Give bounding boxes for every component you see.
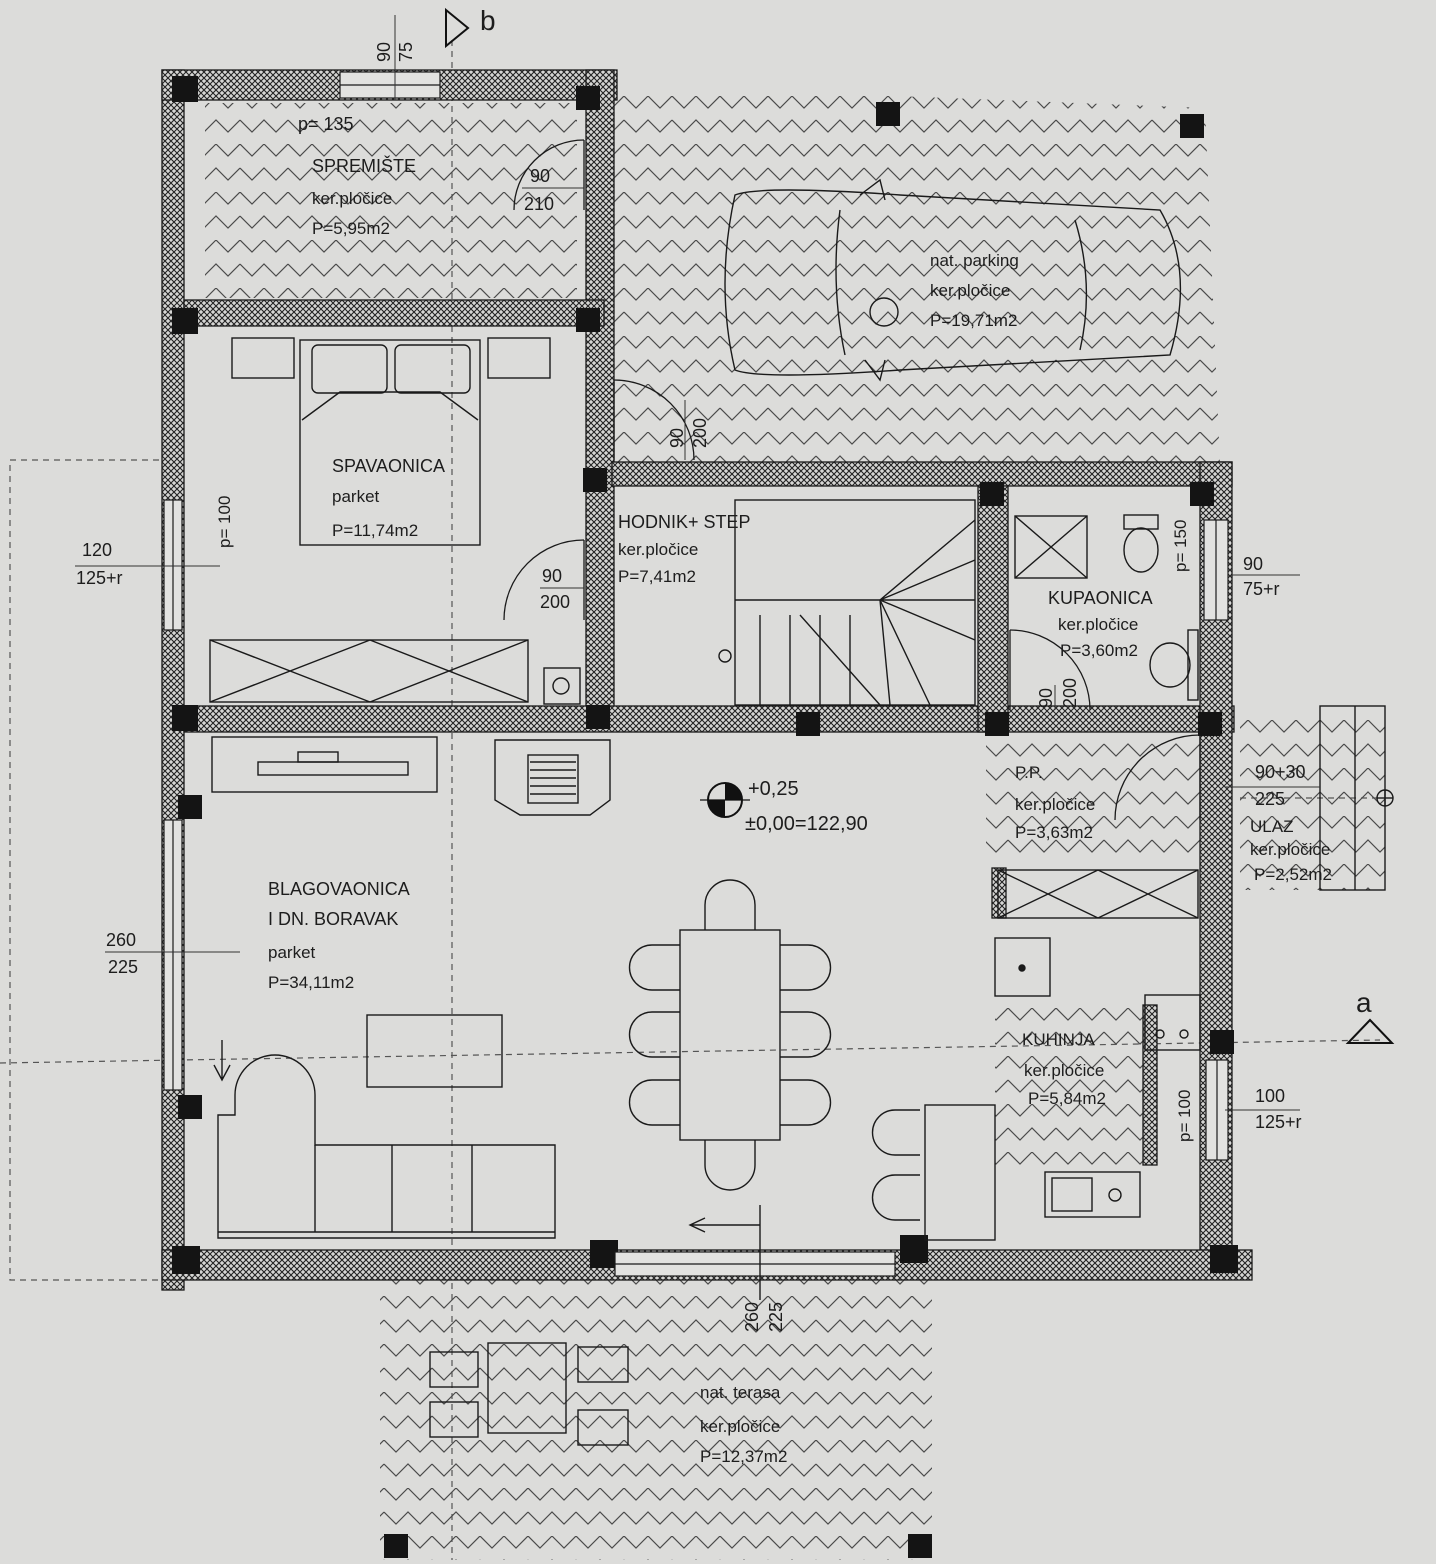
kitchen-window-height: 125+r [1255,1112,1302,1132]
bedroom-door-height: 200 [540,592,570,612]
structural-columns [172,76,1238,1558]
windows [163,71,1229,1277]
anteroom-name: P.P. [1015,763,1043,782]
kitchen-window-width: 100 [1255,1086,1285,1106]
entrance-area: P=2,52m2 [1254,865,1332,884]
bedroom-door-width: 90 [542,566,562,586]
anteroom-floor: ker.pločice [1015,795,1095,814]
dining-name-line1: BLAGOVAONICA [268,879,410,899]
hallway-floor: ker.pločice [618,540,698,559]
storage-door-height: 210 [524,194,554,214]
top-window-width: 90 [374,42,394,62]
top-window-height: 75 [396,42,416,62]
dining-area: P=34,11m2 [268,973,354,992]
parking-name: nat. parking [930,251,1019,270]
bathroom-door-width: 90 [1036,688,1056,708]
terrace-area: P=12,37m2 [700,1447,787,1466]
storage-parapet: p= 135 [298,114,354,134]
door-swings [503,139,1201,821]
wardrobe [209,639,529,703]
bath-window-height: 75+r [1243,579,1280,599]
storage-area: P=5,95m2 [312,219,390,238]
parked-car [724,178,1182,382]
bathroom-door-height: 200 [1060,678,1080,708]
shoe-cabinet [997,869,1199,919]
tiled-floor-areas [205,85,1385,1560]
dining-floor: parket [268,943,316,962]
hallway-name: HODNIK+ STEP [618,512,751,532]
terrace-door-width: 260 [742,1302,762,1332]
anteroom-area: P=3,63m2 [1015,823,1093,842]
parking-floor: ker.pločice [930,281,1010,300]
bathroom-fixtures [1014,514,1199,701]
bathroom-parapet: p= 150 [1171,520,1190,572]
entry-door-width: 90+30 [1255,762,1306,782]
section-label-b: b [480,5,496,36]
kitchen-parapet: p= 100 [1175,1090,1194,1142]
parking-area: P=19,71m2 [930,311,1017,330]
double-bed [231,337,551,546]
storage-name: SPREMIŠTE [312,155,416,176]
sofa [217,1054,556,1239]
level-base: ±0,00=122,90 [745,813,868,835]
parking-door-width: 90 [667,428,687,448]
kitchen-area: P=5,84m2 [1028,1089,1106,1108]
level-marker-icon [700,782,750,818]
section-marker-b-icon [445,7,470,49]
dining-table [628,879,832,1191]
bedroom-parapet: p= 100 [215,496,234,548]
dining-name-line2: I DN. BORAVAK [268,909,398,929]
terrace-floor: ker.pločice [700,1417,780,1436]
fireplace [494,739,611,816]
living-window-height: 225 [108,957,138,977]
furniture [209,178,1394,1446]
living-window-width: 260 [106,930,136,950]
bedroom-window-width: 120 [82,540,112,560]
bedroom-name: SPAVAONICA [332,456,445,476]
entrance-floor: ker.pločice [1250,840,1330,859]
terrace-furniture [429,1342,629,1446]
bath-window-width: 90 [1243,554,1263,574]
bedroom-window-height: 125+r [76,568,123,588]
section-label-a: a [1356,987,1372,1018]
bathroom-floor: ker.pločice [1058,615,1138,634]
kitchen-name: KUHINJA [1022,1030,1095,1049]
terrace-door-height: 225 [766,1302,786,1332]
parking-door-height: 200 [690,418,710,448]
kitchen-floor: ker.pločice [1024,1061,1104,1080]
section-marker-a-icon [1345,1018,1395,1044]
storage-floor: ker.pločice [312,189,392,208]
entry-door-height: 225 [1255,789,1285,809]
bedroom-area: P=11,74m2 [332,521,418,540]
entrance-name: ULAZ [1250,817,1293,836]
storage-door-width: 90 [530,166,550,186]
bedroom-floor: parket [332,487,380,506]
staircase [718,499,976,706]
bathroom-area: P=3,60m2 [1060,641,1138,660]
bathroom-name: KUPAONICA [1048,588,1153,608]
level-top: +0,25 [748,778,799,800]
terrace-name: nat. terasa [700,1383,781,1402]
hallway-area: P=7,41m2 [618,567,696,586]
